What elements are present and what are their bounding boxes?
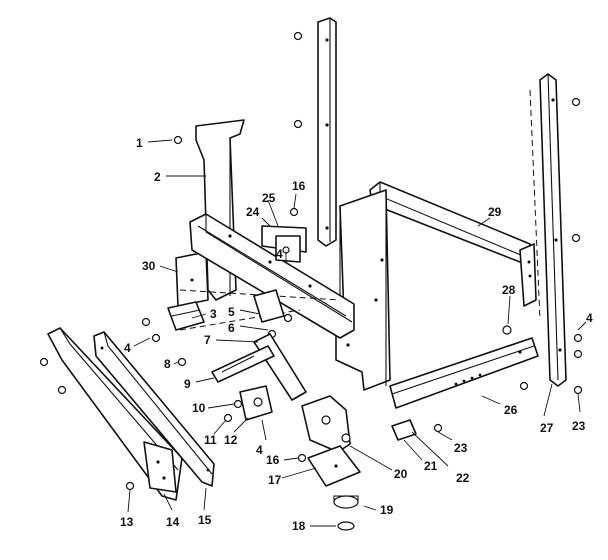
bracket-20 <box>301 395 351 453</box>
callout-28: 28 <box>502 283 516 297</box>
callout-9: 9 <box>184 377 191 391</box>
callout-8: 8 <box>164 357 171 371</box>
callout-11: 11 <box>204 433 217 447</box>
plate-17 <box>307 445 361 487</box>
strip-9 <box>211 345 275 383</box>
foot-pad-18 <box>337 521 355 531</box>
callout-7: 7 <box>204 333 211 347</box>
callout-4-upper: 4 <box>276 247 283 261</box>
callout-12: 12 <box>224 433 238 447</box>
callout-6: 6 <box>228 321 235 335</box>
callout-23-center: 23 <box>454 441 468 455</box>
callout-16-lower: 16 <box>266 453 280 467</box>
callout-23-right: 23 <box>572 419 586 433</box>
callout-22: 22 <box>456 471 470 485</box>
callout-14: 14 <box>166 515 180 529</box>
fasteners <box>39 31 583 491</box>
callout-25: 25 <box>262 191 276 205</box>
foot-19 <box>333 495 359 509</box>
callout-16-upper: 16 <box>292 179 306 193</box>
callouts: 1 2 3 4 4 4 4 5 6 7 8 9 10 11 12 13 14 <box>120 136 593 533</box>
callout-19: 19 <box>380 503 394 517</box>
callout-10: 10 <box>192 401 206 415</box>
callout-27: 27 <box>540 421 554 435</box>
upper-vertical-post <box>317 17 337 247</box>
lower-left-rail-14 <box>47 327 183 501</box>
main-side-frame <box>335 189 391 391</box>
small-bracket-3 <box>167 301 205 331</box>
right-vertical-rail <box>529 73 567 387</box>
main-cross-member <box>179 213 355 339</box>
callout-24: 24 <box>246 205 260 219</box>
callout-30: 30 <box>142 259 156 273</box>
callout-29: 29 <box>488 205 502 219</box>
lower-right-plate <box>389 325 539 409</box>
callout-13: 13 <box>120 515 134 529</box>
callout-3: 3 <box>210 307 217 321</box>
callout-20: 20 <box>394 467 408 481</box>
callout-1: 1 <box>136 136 143 150</box>
lower-left-rail-15 <box>93 331 215 487</box>
hinge-assembly-12 <box>239 385 273 421</box>
bracket-24-25 <box>261 225 307 263</box>
callout-4-left: 4 <box>124 341 131 355</box>
callout-26: 26 <box>504 403 518 417</box>
plate-30 <box>175 251 209 307</box>
callout-2: 2 <box>154 170 161 184</box>
callout-21: 21 <box>424 459 438 473</box>
callout-17: 17 <box>268 473 282 487</box>
clip-21-22 <box>391 419 417 441</box>
small-bracket-5-6 <box>253 289 293 339</box>
callout-5: 5 <box>228 305 235 319</box>
callout-4-lower: 4 <box>256 443 263 457</box>
callout-4-right: 4 <box>586 311 593 325</box>
callout-15: 15 <box>198 513 212 527</box>
callout-18: 18 <box>292 519 306 533</box>
